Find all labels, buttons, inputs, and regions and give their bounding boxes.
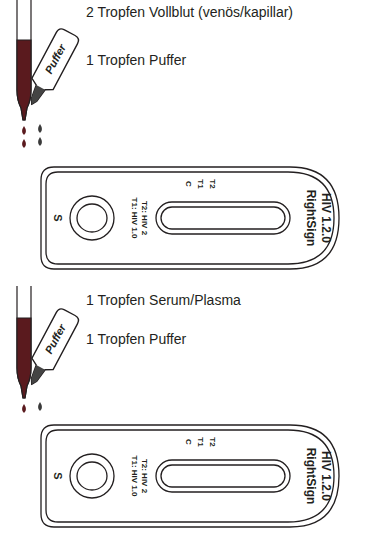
instruction-label: 2 Tropfen Vollblut (venös/kapillar) [86, 4, 293, 20]
cassette-text: T2 [208, 437, 216, 446]
buffer-drops [38, 124, 42, 146]
cassette-text: T1: HIV 1.0 [130, 198, 138, 239]
cassette-text: HIV 1.2.0 [320, 193, 332, 243]
test-cassette: S T1: HIV 1.0T2: HIV 2 C T1 T2RightSignHIV 1… [40, 166, 340, 270]
serum-drop [22, 404, 26, 413]
instruction-label: 1 Tropfen Puffer [86, 331, 186, 347]
cassette-text: T1 [196, 179, 204, 188]
cassette-text: S [52, 214, 63, 221]
cassette-text: C [184, 439, 192, 445]
cassette-text: T1: HIV 1.0 [130, 456, 138, 497]
instruction-label: 1 Tropfen Puffer [86, 52, 186, 68]
pipette [17, 0, 31, 120]
instruction-label: 1 Tropfen Serum/Plasma [86, 292, 241, 308]
blood-drops [22, 126, 26, 148]
cassette-text: HIV 1.2.0 [320, 451, 332, 501]
cassette-text: T2 [208, 179, 216, 188]
cassette-text: T1 [196, 437, 204, 446]
cassette-text: C [184, 181, 192, 187]
cassette-text: T2: HIV 2 [140, 459, 148, 493]
cassette-text: T2: HIV 2 [140, 201, 148, 235]
cassette-text: S [52, 472, 63, 479]
cassette-text: RightSign [305, 190, 317, 247]
buffer-drop [38, 402, 42, 411]
cassette-text: RightSign [305, 448, 317, 505]
test-cassette: S T1: HIV 1.0T2: HIV 2 C T1 T2RightSignHIV 1… [40, 424, 340, 528]
pipette [17, 286, 31, 398]
